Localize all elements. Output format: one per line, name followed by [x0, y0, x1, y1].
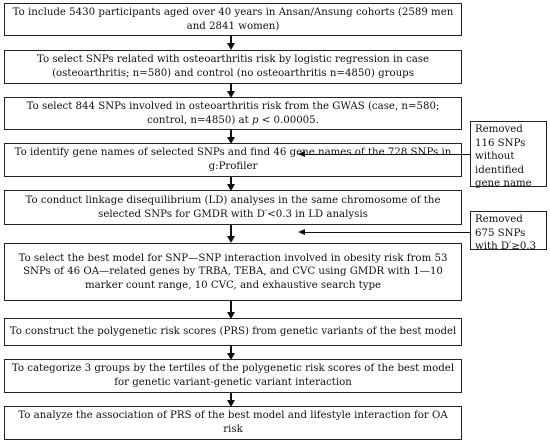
step-2-text: To select SNPs related with osteoarthrit…	[36, 54, 430, 79]
step-2-box: To select SNPs related with osteoarthrit…	[4, 50, 462, 84]
arrow-5-shaft	[230, 225, 232, 237]
removed-box-2: Removed 675 SNPs with D′≥0.3	[470, 211, 547, 253]
removed-2-arrowhead	[298, 228, 305, 235]
arrow-3-head	[227, 137, 235, 144]
arrow-2-head	[227, 91, 235, 98]
arrow-1-shaft	[230, 36, 232, 44]
step-7-box: To construct the polygenetic risk scores…	[4, 318, 462, 346]
step-4-box: To identify gene names of selected SNPs …	[4, 143, 462, 177]
step-8-box: To categorize 3 groups by the tertiles o…	[4, 359, 462, 393]
step-3-text: To select 844 SNPs involved in osteoarth…	[26, 100, 440, 126]
arrow-7-shaft	[230, 346, 232, 354]
arrow-6-shaft	[230, 301, 232, 313]
arrow-4-head	[227, 184, 235, 191]
arrow-2-shaft	[230, 84, 232, 92]
step-8-text: To categorize 3 groups by the tertiles o…	[11, 363, 455, 388]
removed-1-arrowhead	[298, 150, 305, 157]
step-5-box: To conduct linkage disequilibrium (LD) a…	[4, 190, 462, 225]
step-9-box: To analyze the association of PRS of the…	[4, 406, 462, 440]
removed-1-connector	[304, 154, 470, 155]
arrow-5-head	[227, 236, 235, 243]
arrow-6-head	[227, 312, 235, 319]
removed-box-1: Removed 116 SNPs without identified gene…	[470, 121, 547, 190]
step-1-box: To include 5430 participants aged over 4…	[4, 3, 462, 36]
step-9-text: To analyze the association of PRS of the…	[18, 410, 448, 435]
step-6-text: To select the best model for SNP—SNP int…	[18, 252, 448, 291]
removed-2-text: Removed 675 SNPs with D′≥0.3	[475, 214, 537, 253]
step-3-box: To select 844 SNPs involved in osteoarth…	[4, 97, 462, 130]
arrow-7-head	[227, 353, 235, 360]
step-5-text: To conduct linkage disequilibrium (LD) a…	[25, 194, 441, 220]
step-1-text: To include 5430 participants aged over 4…	[12, 6, 454, 32]
arrow-4-shaft	[230, 177, 232, 185]
step-7-text: To construct the polygenetic risk scores…	[9, 326, 457, 338]
arrow-3-shaft	[230, 130, 232, 138]
removed-1-text: Removed 116 SNPs without identified gene…	[475, 124, 532, 190]
step-4-text: To identify gene names of selected SNPs …	[14, 147, 452, 172]
arrow-8-head	[227, 400, 235, 407]
arrow-8-shaft	[230, 393, 232, 401]
arrow-1-head	[227, 43, 235, 50]
step-6-box: To select the best model for SNP—SNP int…	[4, 243, 462, 301]
removed-2-connector	[304, 232, 470, 233]
